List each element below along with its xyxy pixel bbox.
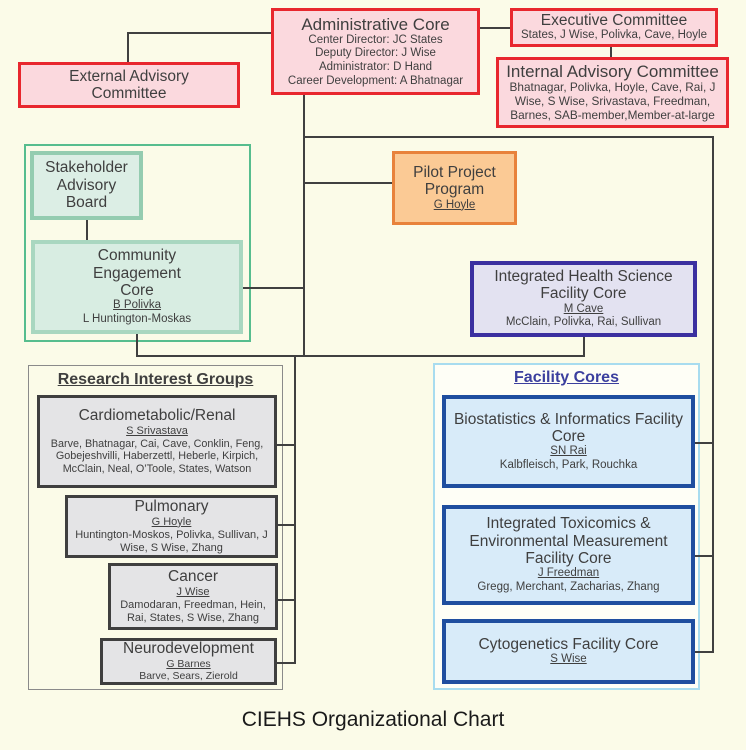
community-engagement-core-lead: B Polivka: [113, 299, 161, 312]
administrative-core-box: Administrative Core Center Director: JC …: [271, 8, 480, 95]
internal-advisory-committee-box: Internal Advisory Committee Bhatnagar, P…: [496, 57, 729, 128]
neurodevelopment-title: Neurodevelopment: [123, 640, 254, 658]
connector-stub-pulmonary: [276, 524, 296, 526]
pilot-project-program-title: Pilot Project Program: [413, 163, 496, 199]
connector-exec-to-iac: [610, 45, 612, 58]
integrated-toxicomics-members: Gregg, Merchant, Zacharias, Zhang: [477, 581, 660, 594]
ihsfc-lead: M Cave: [563, 302, 604, 315]
cardiometabolic-renal-members: Barve, Bhatnagar, Cai, Cave, Conklin, Fe…: [50, 437, 264, 476]
connector-admin-trunk: [303, 93, 305, 357]
connector-ihsfc-down: [583, 335, 585, 357]
administrative-core-line-3: Administrator: D Hand: [318, 61, 433, 74]
integrated-toxicomics-title: Integrated Toxicomics & Environmental Me…: [469, 515, 668, 568]
cytogenetics-lead: S Wise: [550, 653, 587, 666]
cancer-title: Cancer: [168, 568, 218, 586]
administrative-core-line-2: Deputy Director: J Wise: [315, 47, 436, 60]
community-engagement-core-members: L Huntington-Moskas: [82, 313, 192, 326]
connector-branch-pilot: [303, 182, 394, 184]
connector-stub-cytogenetics: [694, 651, 714, 653]
cancer-lead: J Wise: [176, 585, 210, 598]
integrated-health-science-facility-core-box: Integrated Health Science Facility Core …: [470, 261, 697, 337]
integrated-toxicomics-lead: J Freedman: [537, 567, 600, 580]
connector-admin-to-exec: [478, 27, 512, 29]
administrative-core-line-1: Center Director: JC States: [308, 33, 443, 46]
connector-admin-to-eac-v: [127, 32, 129, 64]
connector-facility-trunk: [712, 136, 714, 653]
neurodevelopment-box: Neurodevelopment G Barnes Barve, Sears, …: [100, 638, 277, 685]
executive-committee-title: Executive Committee: [540, 12, 688, 30]
research-interest-groups-heading: Research Interest Groups: [57, 371, 254, 388]
biostatistics-informatics-title: Biostatistics & Informatics Facility Cor…: [453, 410, 684, 445]
cardiometabolic-renal-title: Cardiometabolic/Renal: [78, 407, 236, 425]
chart-caption: CIEHS Organizational Chart: [241, 708, 505, 731]
administrative-core-title: Administrative Core: [301, 14, 450, 34]
stakeholder-advisory-board-box: Stakeholder Advisory Board: [30, 151, 143, 220]
pilot-project-program-box: Pilot Project Program G Hoyle: [392, 151, 517, 225]
pulmonary-box: Pulmonary G Hoyle Huntington-Moskos, Pol…: [65, 495, 278, 558]
connector-stub-toxicomics: [694, 555, 714, 557]
pulmonary-title: Pulmonary: [134, 498, 209, 516]
cytogenetics-title: Cytogenetics Facility Core: [478, 636, 659, 654]
cancer-box: Cancer J Wise Damodaran, Freedman, Hein,…: [108, 563, 278, 630]
executive-committee-box: Executive Committee States, J Wise, Poli…: [510, 8, 718, 47]
biostatistics-informatics-lead: SN Rai: [550, 445, 587, 458]
biostatistics-informatics-members: Kalbfleisch, Park, Rouchka: [499, 458, 638, 471]
ihsfc-title: Integrated Health Science Facility Core: [494, 268, 673, 303]
community-engagement-core-title: Community Engagement Core: [93, 247, 181, 300]
cardiometabolic-renal-lead: S Srivastava: [126, 424, 188, 437]
biostatistics-informatics-box: Biostatistics & Informatics Facility Cor…: [442, 395, 695, 488]
connector-bottom-bus: [136, 355, 585, 357]
connector-stub-biostatistics: [694, 442, 714, 444]
connector-research-trunk: [294, 355, 296, 664]
external-advisory-committee-title: External Advisory Committee: [69, 67, 189, 102]
pilot-project-program-lead: G Hoyle: [433, 198, 476, 211]
connector-branch-facility-h: [303, 136, 714, 138]
connector-stub-neurodevelopment: [275, 662, 296, 664]
connector-stub-cancer: [276, 599, 296, 601]
connector-cec-down: [136, 332, 138, 357]
integrated-toxicomics-box: Integrated Toxicomics & Environmental Me…: [442, 505, 695, 605]
research-interest-groups-container: [28, 365, 283, 690]
internal-advisory-committee-title: Internal Advisory Committee: [506, 62, 719, 82]
connector-admin-to-eac-h: [127, 32, 272, 34]
ihsfc-members: McClain, Polivka, Rai, Sullivan: [505, 316, 662, 329]
administrative-core-line-4: Career Development: A Bhatnagar: [287, 74, 464, 87]
neurodevelopment-members: Barve, Sears, Zierold: [139, 670, 238, 683]
connector-stub-cardiometabolic: [275, 444, 296, 446]
connector-cec-to-trunk: [241, 287, 305, 289]
connector-sab-to-cec: [86, 219, 88, 241]
stakeholder-advisory-board-title: Stakeholder Advisory Board: [45, 159, 128, 212]
external-advisory-committee-box: External Advisory Committee: [18, 62, 240, 108]
pulmonary-members: Huntington-Moskos, Polivka, Sullivan, J …: [75, 528, 268, 554]
facility-cores-heading: Facility Cores: [514, 369, 619, 386]
neurodevelopment-lead: G Barnes: [166, 657, 211, 670]
cancer-members: Damodaran, Freedman, Hein, Rai, States, …: [120, 598, 266, 624]
community-engagement-core-box: Community Engagement Core B Polivka L Hu…: [31, 240, 243, 334]
cytogenetics-box: Cytogenetics Facility Core S Wise: [442, 619, 695, 684]
executive-committee-members: States, J Wise, Polivka, Cave, Hoyle: [521, 29, 707, 42]
cardiometabolic-renal-box: Cardiometabolic/Renal S Srivastava Barve…: [37, 395, 277, 488]
internal-advisory-committee-members: Bhatnagar, Polivka, Hoyle, Cave, Rai, J …: [509, 80, 716, 122]
pulmonary-lead: G Hoyle: [151, 515, 192, 528]
